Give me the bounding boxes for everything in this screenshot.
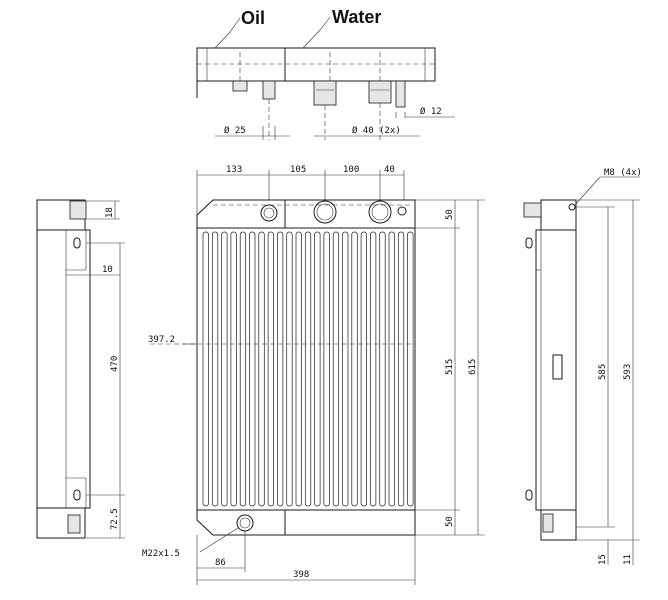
port-12-front — [397, 206, 407, 216]
fin — [295, 231, 302, 507]
left-bottom-fitting — [67, 514, 81, 534]
fin — [407, 231, 414, 507]
fin — [314, 231, 321, 507]
dim-50-bot: 50 — [445, 516, 455, 527]
dim-515: 515 — [445, 359, 455, 375]
fin — [370, 231, 377, 507]
fin — [360, 231, 367, 507]
dim-72-5: 72.5 — [110, 508, 120, 530]
water-port-front-b — [368, 200, 392, 224]
dim-105: 105 — [290, 165, 306, 175]
front-view: 133 105 100 40 397.2 50 515 — [142, 165, 485, 585]
dim-133: 133 — [226, 165, 242, 175]
fin — [239, 231, 247, 507]
oil-label: Oil — [241, 8, 265, 28]
bottom-header-right — [284, 509, 416, 536]
dim-dia-25: Ø 25 — [224, 125, 246, 136]
dim-397: 397.2 — [148, 335, 175, 345]
fin — [230, 231, 237, 507]
dim-470: 470 — [110, 356, 120, 372]
dim-dia-40: Ø 40 (2x) — [352, 125, 401, 136]
fin — [304, 231, 312, 507]
water-port-front-a — [313, 200, 337, 224]
right-top-fitting — [523, 202, 542, 218]
oil-port-25 — [262, 80, 276, 100]
dim-585: 585 — [598, 364, 608, 380]
dim-15: 15 — [598, 554, 608, 565]
dim-100: 100 — [343, 165, 359, 175]
port-12 — [395, 80, 406, 108]
top-manifold-body — [196, 47, 436, 82]
fin — [267, 231, 274, 507]
fin — [351, 231, 358, 507]
fin — [388, 231, 395, 507]
right-side-view: M8 (4x) 585 593 15 11 — [523, 168, 642, 565]
m8-label: M8 (4x) — [604, 168, 642, 178]
oil-port-small — [232, 80, 248, 92]
bottom-header-left — [196, 509, 286, 536]
fin — [221, 231, 228, 507]
m22-label: M22x1.5 — [142, 549, 180, 559]
fin — [258, 231, 265, 507]
dim-86: 86 — [215, 558, 226, 568]
dim-dia-12: Ø 12 — [420, 106, 442, 117]
fin — [323, 231, 330, 507]
fin — [249, 231, 256, 507]
top-view: Oil Water Ø 25 Ø 40 (2x) Ø 12 — [196, 7, 455, 140]
fin — [277, 231, 284, 507]
dim-18: 18 — [105, 207, 115, 218]
left-top-fitting — [69, 200, 87, 220]
right-bottom-fitting — [542, 513, 554, 533]
dim-11: 11 — [623, 554, 633, 565]
left-side-view: 18 10 470 72.5 — [36, 199, 125, 539]
dim-398: 398 — [293, 570, 309, 580]
water-port-40-b — [368, 80, 392, 104]
dim-50-top: 50 — [445, 209, 455, 220]
fin — [342, 231, 349, 507]
water-port-40-a — [313, 80, 337, 106]
dim-10: 10 — [102, 265, 113, 275]
dim-593: 593 — [623, 364, 633, 380]
water-label: Water — [332, 7, 381, 27]
fin — [202, 231, 209, 507]
fin — [211, 231, 219, 507]
fin — [397, 231, 405, 507]
dim-40: 40 — [384, 165, 395, 175]
fins — [202, 231, 414, 507]
oil-port-front — [260, 204, 278, 222]
fin — [286, 231, 293, 507]
top-header-right — [284, 199, 416, 229]
right-slot — [552, 354, 563, 380]
dim-615: 615 — [468, 359, 478, 375]
top-header-left — [196, 199, 286, 229]
fin — [379, 231, 386, 507]
fin — [332, 231, 340, 507]
left-body — [36, 229, 91, 509]
